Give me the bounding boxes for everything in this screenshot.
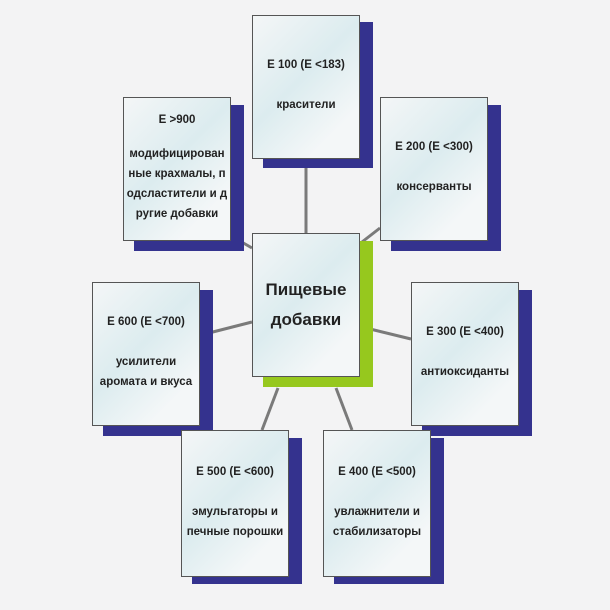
node-desc: модифицированные крахмалы, подсластители… (126, 148, 228, 220)
node-center: Пищевые добавки (252, 233, 360, 377)
node-code: E 100 (E <183) (267, 59, 345, 71)
node-desc: антиоксиданты (420, 366, 510, 378)
node-desc: увлажнители и стабилизаторы (332, 505, 422, 538)
center-line2: добавки (270, 310, 342, 329)
node-e200: E 200 (E <300) консерванты (380, 97, 488, 241)
node-desc: красители (276, 99, 336, 111)
center-line1: Пищевые (265, 280, 347, 299)
node-desc: усилители аромата и вкуса (99, 356, 193, 388)
node-code: E 500 (E <600) (196, 465, 274, 478)
node-code: E >900 (158, 114, 196, 126)
node-code: E 400 (E <500) (338, 465, 416, 478)
node-e500: E 500 (E <600) эмульгаторы и печные поро… (181, 430, 289, 577)
node-desc: эмульгаторы и печные порошки (186, 505, 284, 538)
connector-e400 (334, 387, 354, 431)
connector-e500 (260, 387, 280, 431)
node-e400: E 400 (E <500) увлажнители и стабилизато… (323, 430, 431, 577)
node-e600: E 600 (E <700) усилители аромата и вкуса (92, 282, 200, 426)
connector-e200 (361, 226, 381, 244)
node-code: E 200 (E <300) (395, 141, 473, 153)
node-e900: E >900 модифицированные крахмалы, подсла… (123, 97, 231, 241)
node-e300: E 300 (E <400) антиоксиданты (411, 282, 519, 426)
node-code: E 300 (E <400) (426, 326, 504, 338)
node-e100: E 100 (E <183) красители (252, 15, 360, 159)
node-desc: консерванты (396, 181, 472, 193)
node-code: E 600 (E <700) (107, 316, 185, 328)
